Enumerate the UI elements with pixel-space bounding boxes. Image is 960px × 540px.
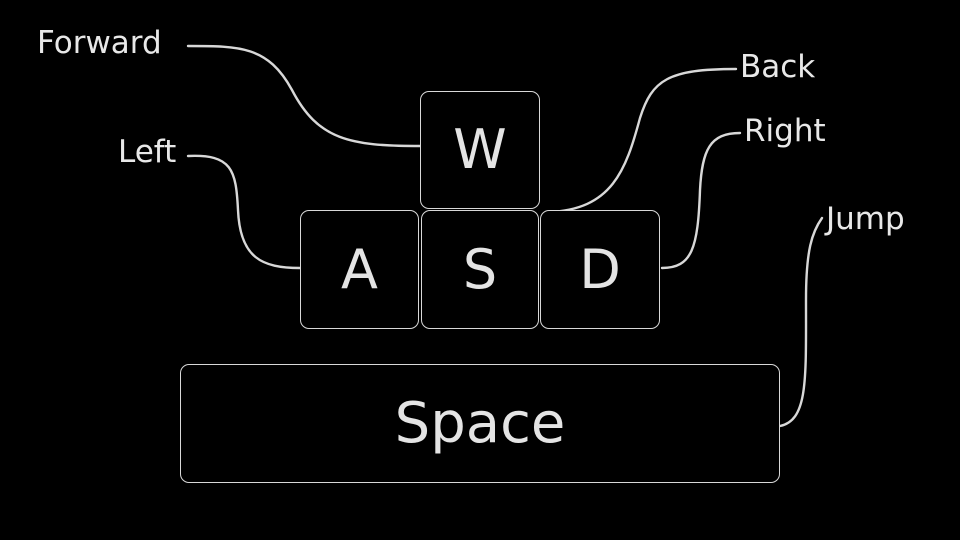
key-s[interactable]: S (421, 210, 539, 329)
leader-right (660, 131, 742, 270)
key-space[interactable]: Space (180, 364, 780, 483)
callout-forward: Forward (37, 25, 162, 61)
callout-jump: Jump (826, 201, 905, 237)
key-s-label: S (462, 237, 498, 301)
leader-left (186, 154, 302, 270)
leader-jump (778, 216, 824, 428)
key-space-label: Space (394, 390, 566, 456)
key-d[interactable]: D (540, 210, 660, 329)
key-d-label: D (579, 237, 621, 301)
key-w-label: W (453, 118, 507, 181)
key-w[interactable]: W (420, 91, 540, 209)
leader-back (546, 67, 738, 214)
callout-left: Left (118, 134, 177, 170)
key-a-label: A (341, 237, 378, 301)
callout-back: Back (740, 49, 816, 85)
leader-forward (186, 44, 422, 148)
callout-right: Right (744, 113, 826, 149)
key-a[interactable]: A (300, 210, 419, 329)
